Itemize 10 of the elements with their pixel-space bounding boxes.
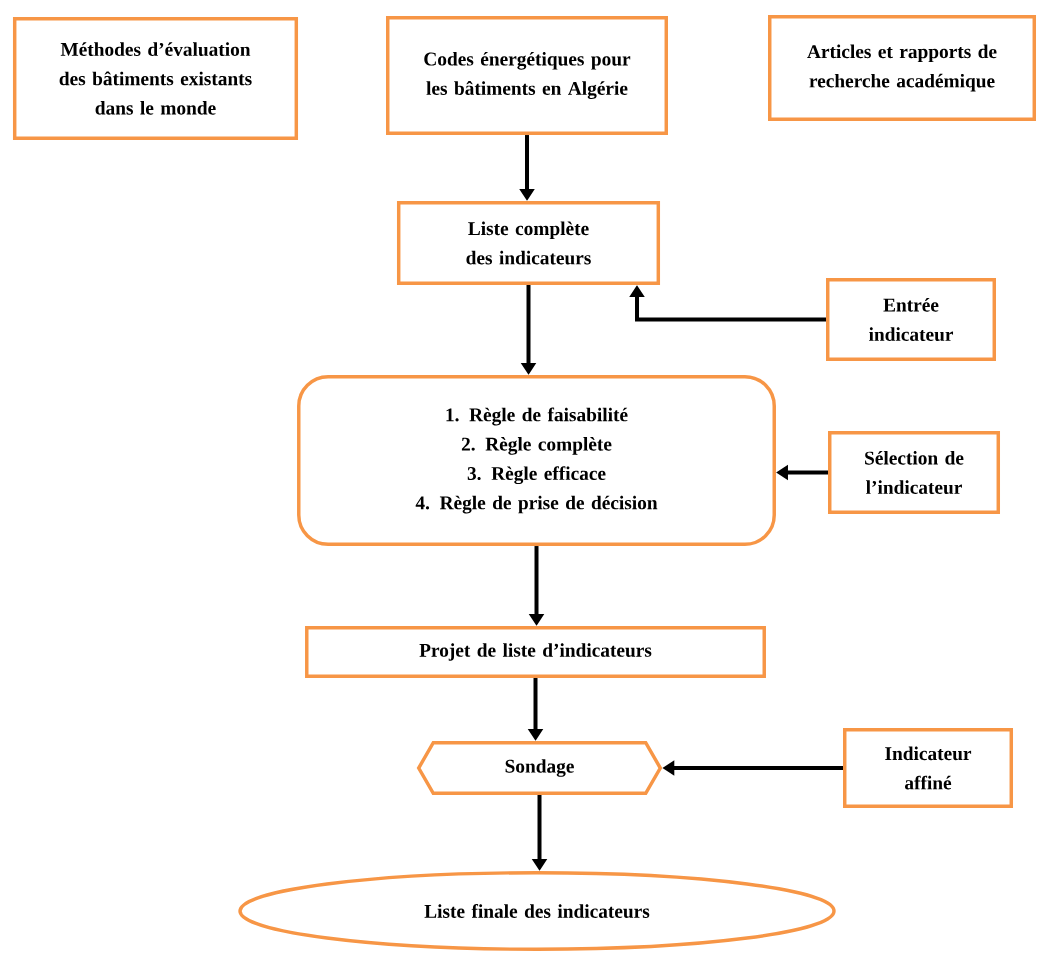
- source-box: Codes énergétiques pour les bâtiments en Algérie: [386, 15, 668, 136]
- rules-box: 1. Règle de faisabilité 2. Règle complète 3. Règle efficace 4. Règle de prise de décision: [297, 374, 776, 547]
- source-box: Méthodes d’évaluation des bâtiments existants dans le monde: [12, 16, 299, 141]
- source-box: Articles et rapports de recherche académique: [768, 15, 1036, 121]
- process-box: Liste complète des indicateurs: [396, 201, 661, 285]
- input-box: Sélection de l’indicateur: [828, 431, 1000, 514]
- input-box: Indicateur affiné: [843, 728, 1013, 808]
- survey-hexagon: Sondage: [416, 741, 663, 795]
- process-box: Projet de liste d’indicateurs: [305, 626, 766, 678]
- input-box: Entrée indicateur: [826, 278, 996, 361]
